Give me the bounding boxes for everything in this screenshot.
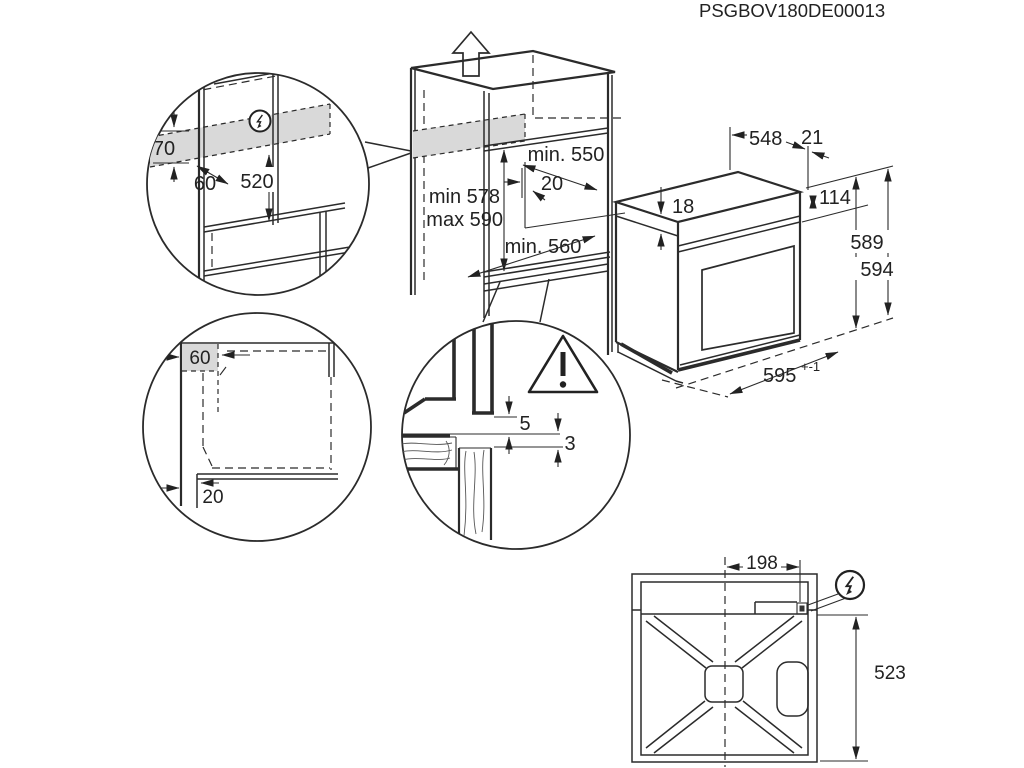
corner-front-offset-label: 20 (202, 487, 223, 508)
detail-corner-content: 60 20 (158, 323, 338, 508)
up-arrow-icon (451, 30, 491, 77)
cabinet-depth-label: min. 550 (528, 144, 605, 166)
oven-front-overhang-label: 21 (801, 127, 823, 149)
oven-height-body-label: 589 (850, 232, 883, 254)
detail-electrical-depth-label: 60 (194, 173, 216, 195)
back-view-drawing: 198 523 (631, 553, 906, 767)
door-gap-bottom-label: 3 (564, 433, 575, 455)
back-connection-offset-label: 198 (746, 553, 778, 574)
warning-icon (527, 334, 599, 394)
oven-width-tolerance-label: +-1 (801, 359, 820, 374)
oven-dimensions: 18 548 21 114 589 594 (657, 127, 900, 398)
electrical-zone-shade-detail (150, 104, 330, 167)
cabinet-height-max-label: max 590 (426, 209, 503, 231)
oven-door-window (701, 244, 795, 352)
corner-offset-shade (182, 344, 218, 371)
detail-electrical-distance-label: 520 (240, 171, 273, 193)
door-gap-top-label: 5 (519, 413, 530, 435)
electrical-icon-back (834, 569, 866, 601)
detail-bubble-corner (142, 312, 372, 542)
detail-electrical-content: 70 60 520 (149, 73, 351, 293)
oven-top-clearance-label: 18 (672, 196, 694, 218)
cabinet-height-min-label: min 578 (429, 186, 500, 208)
cabinet-dimensions: min. 550 20 min 578 max 590 min. 560 (426, 144, 605, 278)
corner-wall-offset-label: 60 (189, 348, 210, 369)
electrical-zone-shade (413, 114, 525, 158)
electrical-icon (248, 109, 272, 133)
oven-depth-label: 548 (749, 128, 782, 150)
callout-wedge-electrical (364, 141, 412, 169)
terminal-connection-box (796, 602, 808, 615)
detail-electrical-height-label: 70 (153, 138, 175, 160)
page-title: PSGBOV180DE00013 (699, 0, 885, 21)
oven-height-total-label: 594 (860, 259, 893, 281)
back-height-label: 523 (874, 663, 906, 684)
cabinet-width-label: min. 560 (505, 236, 582, 258)
callout-wedge-door-gap (482, 278, 550, 323)
oven-panel-height-label: 114 (819, 187, 851, 209)
oven-width-label: 595 (763, 365, 796, 387)
oven-drawing: 18 548 21 114 589 594 (611, 127, 900, 398)
cabinet-drawing: min. 550 20 min 578 max 590 min. 560 (409, 30, 626, 355)
cabinet-offset-label: 20 (541, 173, 563, 195)
